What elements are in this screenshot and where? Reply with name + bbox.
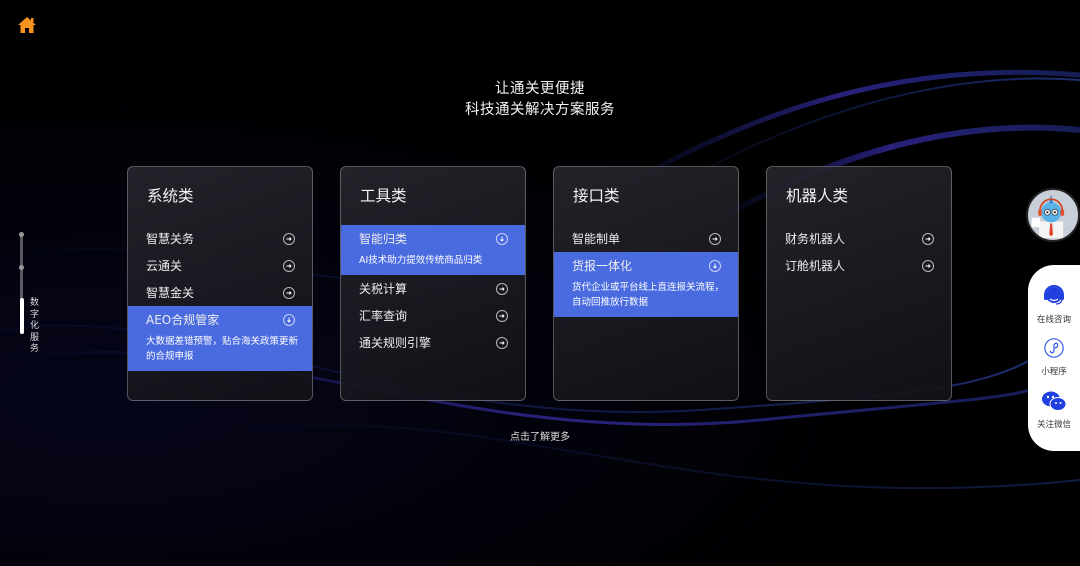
- arrow-right-circle-icon: [709, 232, 721, 245]
- card-title: 工具类: [360, 187, 407, 205]
- item-description: 货代企业或平台线上直连报关流程，自动回推放行数据: [572, 282, 725, 308]
- list-item-active[interactable]: 智能归类 AI技术助力提效传统商品归类: [341, 225, 525, 275]
- label-char: 化: [30, 321, 40, 331]
- hero-line-2: 科技通关解决方案服务: [465, 102, 615, 118]
- online-consult-button[interactable]: 在线咨询: [1028, 283, 1080, 325]
- category-cards: 系统类 智慧关务 云通关 智慧金关 AEO合规管家 大数据差错预警，贴合海关政策…: [127, 166, 952, 401]
- side-contact-panel: 在线咨询 小程序 关注微信: [1028, 265, 1080, 451]
- label-char: 字: [30, 309, 40, 320]
- item-label: 汇率查询: [359, 309, 408, 323]
- wechat-icon: [1042, 391, 1067, 411]
- mini-program-button[interactable]: 小程序: [1028, 337, 1080, 377]
- card-interface: 接口类 智能制单 货报一体化 货代企业或平台线上直连报关流程，自动回推放行数据: [553, 166, 739, 401]
- card-system: 系统类 智慧关务 云通关 智慧金关 AEO合规管家 大数据差错预警，贴合海关政策…: [127, 166, 313, 401]
- item-label: 智慧关务: [146, 232, 195, 246]
- item-label: 云通关: [146, 259, 183, 273]
- item-label: 智慧金关: [146, 286, 195, 300]
- card-title: 机器人类: [786, 187, 849, 205]
- arrow-right-circle-icon: [922, 259, 934, 272]
- follow-wechat-button[interactable]: 关注微信: [1028, 390, 1080, 430]
- list-item-active[interactable]: AEO合规管家 大数据差错预警，贴合海关政策更新的合规申报: [128, 306, 312, 371]
- list-item[interactable]: 智能制单: [554, 225, 738, 252]
- section-label: 数 字 化 服 务: [30, 298, 42, 356]
- side-item-label: 小程序: [1041, 367, 1067, 377]
- item-description: AI技术助力提效传统商品归类: [359, 255, 483, 266]
- home-icon[interactable]: [17, 16, 37, 34]
- label-char: 务: [30, 344, 40, 354]
- learn-more-link[interactable]: 点击了解更多: [510, 432, 570, 443]
- list-item[interactable]: 财务机器人: [767, 225, 951, 252]
- list-item-active[interactable]: 货报一体化 货代企业或平台线上直连报关流程，自动回推放行数据: [554, 252, 738, 317]
- arrow-right-circle-icon: [922, 232, 934, 245]
- list-item[interactable]: 智慧金关: [128, 279, 312, 306]
- card-title: 接口类: [573, 187, 620, 205]
- item-label: 智能归类: [359, 232, 408, 246]
- section-dot[interactable]: [19, 265, 24, 270]
- list-item[interactable]: 订舱机器人: [767, 252, 951, 279]
- item-label: 智能制单: [572, 232, 621, 246]
- mini-program-icon: [1044, 338, 1064, 358]
- label-char: 服: [30, 332, 40, 343]
- item-label: 关税计算: [359, 282, 408, 296]
- item-label: 通关规则引擎: [359, 336, 432, 350]
- item-label: 订舱机器人: [785, 259, 846, 273]
- robot-avatar[interactable]: [1026, 188, 1080, 242]
- arrow-right-circle-icon: [283, 286, 295, 299]
- arrow-right-circle-icon: [496, 282, 508, 295]
- arrow-down-circle-icon: [283, 313, 295, 326]
- item-label: 货报一体化: [572, 259, 633, 273]
- list-item[interactable]: 关税计算: [341, 275, 525, 302]
- card-tools: 工具类 智能归类 AI技术助力提效传统商品归类 关税计算 汇率查询 通关规则引擎: [340, 166, 526, 401]
- headset-icon: [1044, 285, 1064, 305]
- label-char: 数: [30, 298, 40, 308]
- side-item-label: 在线咨询: [1036, 315, 1071, 325]
- arrow-right-circle-icon: [496, 309, 508, 322]
- arrow-right-circle-icon: [496, 336, 508, 349]
- arrow-right-circle-icon: [283, 259, 295, 272]
- list-item[interactable]: 智慧关务: [128, 225, 312, 252]
- arrow-right-circle-icon: [283, 232, 295, 245]
- hero-heading: 让通关更便捷 科技通关解决方案服务: [0, 79, 1080, 121]
- active-section-bar: [19, 298, 24, 334]
- list-item[interactable]: 汇率查询: [341, 302, 525, 329]
- arrow-down-circle-icon: [709, 259, 721, 272]
- item-label: 财务机器人: [785, 232, 846, 246]
- scroll-track[interactable]: [19, 232, 24, 334]
- item-description: 大数据差错预警，贴合海关政策更新的合规申报: [146, 336, 299, 362]
- card-robots: 机器人类 财务机器人 订舱机器人: [766, 166, 952, 401]
- list-item[interactable]: 云通关: [128, 252, 312, 279]
- hero-line-1: 让通关更便捷: [495, 81, 585, 97]
- side-item-label: 关注微信: [1036, 420, 1071, 430]
- card-title: 系统类: [147, 187, 194, 205]
- list-item[interactable]: 通关规则引擎: [341, 329, 525, 356]
- item-label: AEO合规管家: [146, 313, 220, 327]
- section-dot[interactable]: [19, 232, 24, 237]
- arrow-down-circle-icon: [496, 232, 508, 245]
